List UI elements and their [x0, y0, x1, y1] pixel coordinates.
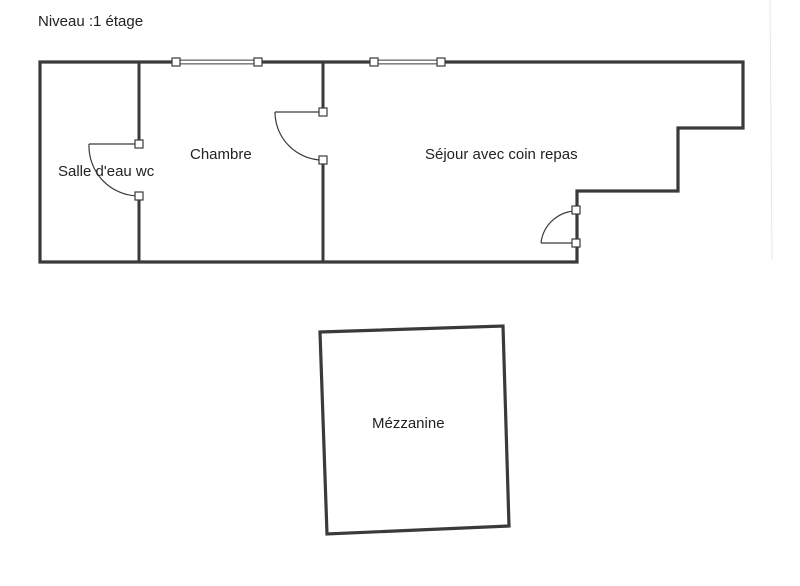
door-living-entrance — [540, 205, 581, 248]
door-bathroom — [88, 139, 144, 201]
room-label-mezzanine: Mézzanine — [372, 415, 445, 432]
level-label: Niveau :1 étage — [38, 13, 144, 30]
room-label-bathroom: Salle d'eau wc — [58, 163, 155, 180]
mezzanine-outline — [318, 324, 511, 536]
upper-floor-outline — [38, 60, 745, 264]
scan-edge-line — [769, 0, 773, 261]
window-bedroom — [171, 57, 263, 67]
room-label-living: Séjour avec coin repas — [425, 146, 578, 163]
door-bedroom — [274, 107, 328, 165]
window-living — [369, 57, 446, 67]
room-label-bedroom: Chambre — [190, 146, 252, 163]
